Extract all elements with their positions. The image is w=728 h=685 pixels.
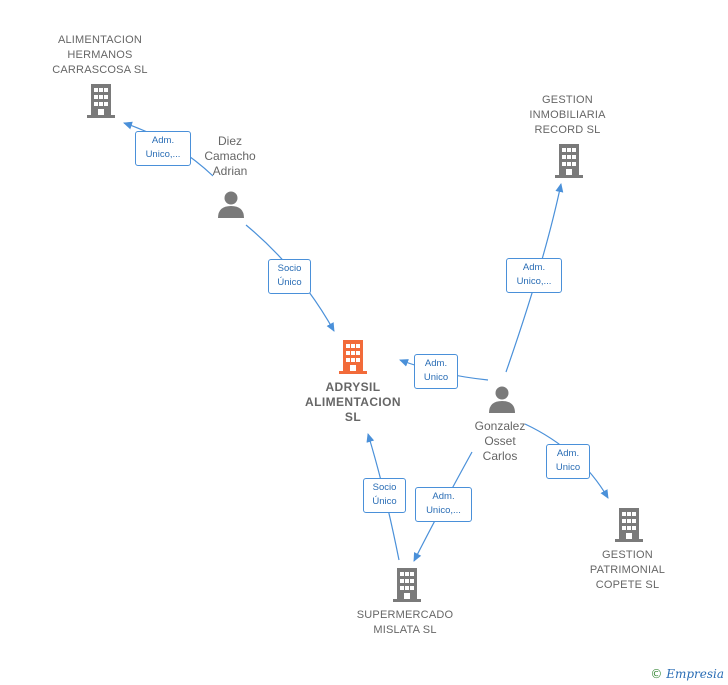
edge-label-diez-main: Socio Único (268, 259, 311, 294)
person-label-diez[interactable]: Diez Camacho Adrian (204, 134, 256, 178)
node-label-supermercado[interactable]: SUPERMERCADO MISLATA SL (356, 609, 454, 636)
node-label-gestion-patri[interactable]: GESTION PATRIMONIAL COPETE SL (589, 549, 666, 591)
edge-label-gonzalez-inmo: Adm. Unico,... (506, 258, 562, 293)
building-icon-main[interactable] (337, 340, 369, 374)
node-label-main[interactable]: ADRYSIL ALIMENTACION SL (305, 380, 401, 424)
footer-brand[interactable]: © Empresia (650, 667, 724, 681)
edge-label-diez-alimentacion: Adm. Unico,... (135, 131, 191, 166)
building-icon-alimentacion[interactable] (85, 84, 117, 118)
edge-label-gonzalez-patri: Adm. Unico (546, 444, 590, 479)
person-label-gonzalez[interactable]: Gonzalez Osset Carlos (474, 419, 526, 463)
node-label-alimentacion[interactable]: ALIMENTACION HERMANOS CARRASCOSA SL (52, 34, 148, 76)
building-icon-gestion-patri[interactable] (613, 508, 645, 542)
person-icon-diez[interactable] (216, 190, 246, 218)
building-icon-supermercado[interactable] (391, 568, 423, 602)
edge-label-super-main: Socio Único (363, 478, 406, 513)
brand-name: Empresia (666, 667, 724, 681)
person-icon-gonzalez[interactable] (487, 385, 517, 413)
building-icon-gestion-inmo[interactable] (553, 144, 585, 178)
node-label-gestion-inmo[interactable]: GESTION INMOBILIARIA RECORD SL (529, 94, 606, 136)
edge-label-gonzalez-main: Adm. Unico (414, 354, 458, 389)
edge-label-gonzalez-super: Adm. Unico,... (415, 487, 472, 522)
copyright-icon: © (650, 667, 663, 681)
